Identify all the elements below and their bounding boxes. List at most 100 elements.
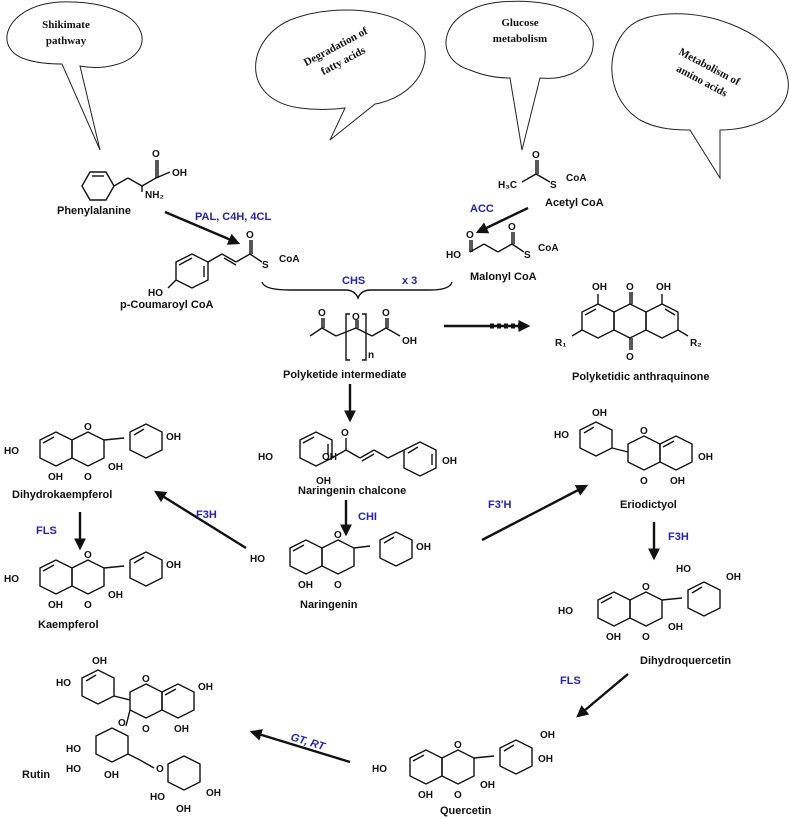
- atom-ho: HO: [66, 744, 81, 755]
- atom-o: O: [382, 308, 390, 319]
- atom-oh: OH: [198, 682, 213, 693]
- structure-eriodictyol: HO OH O O OH OH: [554, 408, 713, 487]
- atom-o: O: [454, 740, 462, 751]
- atom-oh: OH: [104, 770, 119, 781]
- structure-rutin: HO OH O OH O OH O HO HO OH O HO OH OH: [56, 656, 221, 815]
- label-rutin: Rutin: [22, 769, 50, 781]
- atom-oh: OH: [656, 282, 671, 293]
- atom-oh: OH: [592, 282, 607, 293]
- atom-ho: HO: [558, 606, 573, 617]
- enzyme-f3prime-h: F3'H: [488, 499, 511, 511]
- atom-ho: HO: [250, 554, 265, 565]
- enzyme-f3h-left: F3H: [196, 509, 217, 521]
- structure-malonyl-coa: O O HO S CoA: [446, 222, 559, 261]
- label-malonyl-coa: Malonyl CoA: [470, 271, 537, 283]
- atom-oh: OH: [172, 168, 187, 179]
- atom-o: O: [142, 674, 150, 685]
- atom-n: n: [368, 350, 374, 361]
- label-coumaroyl-coa: p-Coumaroyl CoA: [120, 299, 214, 311]
- label-phenylalanine: Phenylalanine: [57, 205, 131, 217]
- atom-oh: OH: [322, 452, 337, 463]
- atom-coa: CoA: [538, 243, 559, 254]
- atom-oh: OH: [108, 590, 123, 601]
- bubble-glucose-line1: Glucose: [501, 17, 538, 29]
- enzyme-chi: CHI: [358, 511, 377, 523]
- enzyme-times3: x 3: [402, 275, 417, 287]
- atom-ho: HO: [148, 288, 163, 299]
- bubble-shikimate-line1: Shikimate: [42, 19, 90, 31]
- atom-o: O: [318, 308, 326, 319]
- label-quercetin: Quercetin: [440, 805, 492, 817]
- atom-oh: OH: [402, 336, 417, 347]
- label-dihydrokaempferol: Dihydrokaempferol: [12, 489, 112, 501]
- atom-oh: OH: [298, 580, 313, 591]
- structure-phenylalanine: O OH NH₂: [81, 149, 187, 201]
- atom-o: O: [334, 580, 342, 591]
- label-dihydroquercetin: Dihydroquercetin: [640, 655, 731, 667]
- bubble-amino-acids: Metabolism of amino acids: [611, 13, 789, 180]
- enzyme-chs: CHS: [342, 275, 365, 287]
- atom-s: S: [262, 260, 269, 271]
- atom-o: O: [334, 530, 342, 541]
- atom-oh: OH: [316, 476, 331, 487]
- atom-oh: OH: [416, 542, 431, 553]
- atom-oh: OH: [176, 804, 191, 815]
- chs-brace: [261, 281, 453, 300]
- atom-ho: HO: [4, 574, 19, 585]
- atom-ho: HO: [372, 764, 387, 775]
- enzyme-fls-right: FLS: [560, 675, 581, 687]
- arrow-acc: [475, 206, 529, 234]
- atom-nh2: NH₂: [145, 190, 164, 201]
- atom-o: O: [626, 352, 634, 363]
- label-polyketide: Polyketide intermediate: [283, 369, 407, 381]
- atom-oh: OH: [480, 780, 495, 791]
- structure-polyketide: O O O n OH: [309, 308, 417, 361]
- atom-o: O: [341, 428, 349, 439]
- atom-o: O: [532, 150, 540, 161]
- atom-o: O: [84, 600, 92, 611]
- atom-s: S: [524, 250, 531, 261]
- atom-o: O: [508, 222, 516, 233]
- atom-s: S: [550, 180, 557, 191]
- enzyme-f3h-right: F3H: [668, 531, 689, 543]
- atom-o: O: [466, 230, 474, 241]
- atom-o: O: [156, 764, 164, 775]
- arrow-f3h-left: [153, 490, 247, 550]
- atom-ho: HO: [554, 430, 569, 441]
- atom-o: O: [84, 422, 92, 433]
- structure-dihydroquercetin: HO O OH O OH HO OH: [558, 564, 741, 643]
- atom-ho: HO: [446, 250, 461, 261]
- label-anthraquinone: Polyketidic anthraquinone: [572, 371, 710, 383]
- atom-oh: OH: [174, 724, 189, 735]
- atom-o: O: [626, 282, 634, 293]
- atom-oh: OH: [668, 622, 683, 633]
- atom-ho: HO: [676, 564, 691, 575]
- atom-oh: OH: [698, 452, 713, 463]
- bubble-shikimate-line2: pathway: [46, 35, 87, 47]
- atom-o: O: [142, 724, 150, 735]
- arrow-fls-right: [576, 673, 629, 718]
- atom-oh: OH: [538, 754, 553, 765]
- structure-naringenin: HO O OH O OH: [250, 530, 431, 591]
- bubble-fatty-acids: Degradation of fatty acids: [255, 9, 426, 141]
- atom-o: O: [246, 230, 254, 241]
- atom-o: O: [642, 582, 650, 593]
- atom-oh: OH: [92, 656, 107, 667]
- atom-o: O: [640, 426, 648, 437]
- atom-oh: OH: [540, 730, 555, 741]
- label-naringenin-chalcone: Naringenin chalcone: [298, 485, 406, 497]
- atom-coa: CoA: [279, 254, 300, 265]
- structure-acetyl-coa: H₃C O S CoA: [498, 150, 587, 191]
- atom-ho: HO: [4, 446, 19, 457]
- atom-coa: CoA: [566, 173, 587, 184]
- atom-ho: HO: [66, 764, 81, 775]
- atom-oh: OH: [48, 472, 63, 483]
- atom-r2: R₂: [690, 338, 702, 349]
- label-kaempferol: Kaempferol: [38, 619, 99, 631]
- atom-oh: OH: [108, 462, 123, 473]
- atom-ho: HO: [150, 792, 165, 803]
- atom-oh: OH: [606, 632, 621, 643]
- atom-o: O: [152, 149, 160, 160]
- atom-oh: OH: [206, 788, 221, 799]
